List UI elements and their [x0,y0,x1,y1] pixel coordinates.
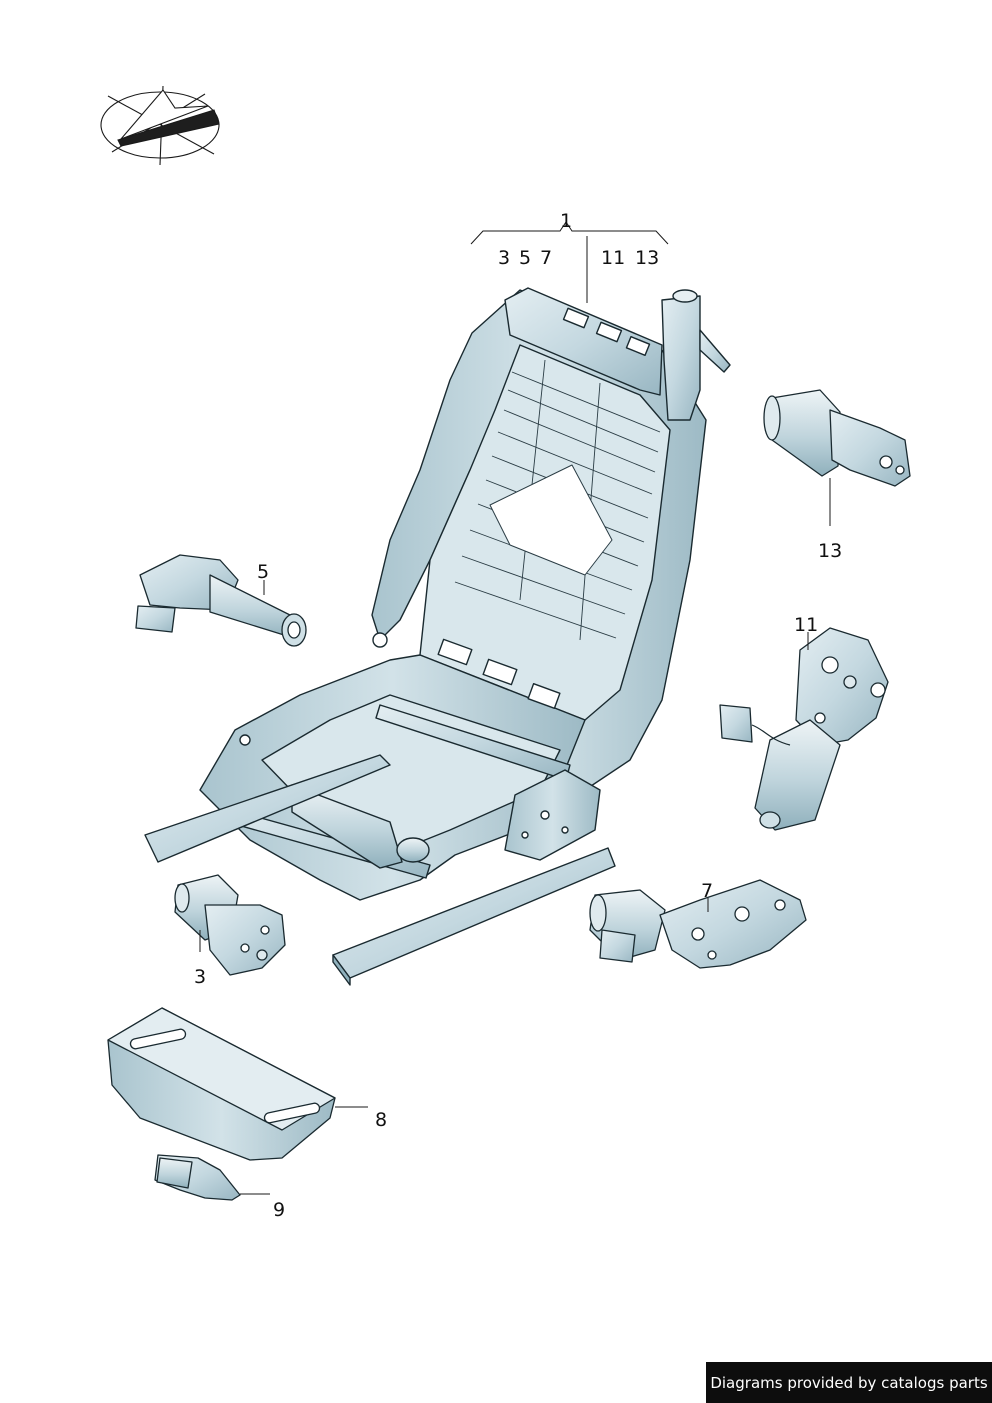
callout-label-3-top: 3 [498,247,511,269]
motor-part-13 [763,389,911,526]
callout-label-3: 3 [194,966,207,988]
callout-label-7: 7 [701,880,714,902]
seat-frame-part-1 [144,287,731,986]
callout-label-13-top: 13 [635,247,660,269]
callout-label-9: 9 [273,1199,286,1221]
callout-label-8: 8 [375,1109,388,1131]
callout-label-5-top: 5 [519,247,532,269]
compass-orientation-icon [100,85,220,166]
cover-part-8 [107,1007,368,1161]
callout-1-bracket [470,221,669,303]
motor-part-3 [174,874,286,976]
callout-label-11: 11 [794,614,819,636]
callout-label-1: 1 [560,210,573,232]
callout-label-7-top: 7 [540,247,553,269]
callout-label-11-top: 11 [601,247,626,269]
credit-banner: Diagrams provided by catalogs parts [706,1362,992,1403]
motor-part-11 [719,627,889,831]
callout-label-13: 13 [818,540,843,562]
switch-part-9 [154,1154,270,1201]
motor-part-7 [589,879,807,969]
callout-label-5: 5 [257,561,270,583]
motor-part-5 [135,554,307,647]
